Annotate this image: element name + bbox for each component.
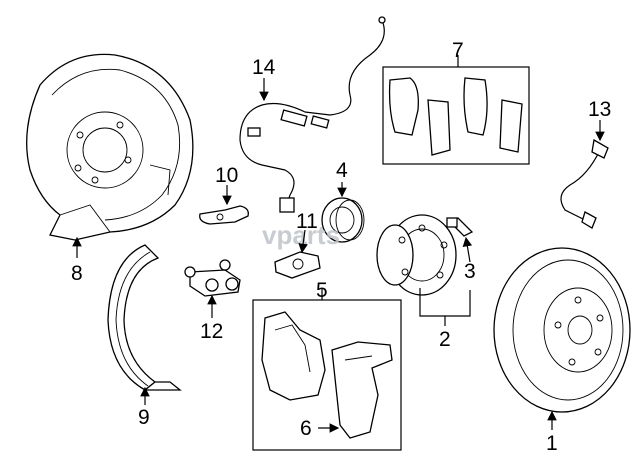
callout-14: 14 (252, 56, 276, 79)
backing-plate (26, 53, 194, 241)
hub-bearing (321, 197, 365, 243)
callout-7: 7 (452, 39, 464, 62)
brake-hose (560, 138, 609, 229)
callout-5: 5 (316, 279, 328, 302)
leader-lines (72, 55, 605, 433)
callout-11: 11 (296, 210, 318, 233)
callout-3: 3 (464, 260, 476, 283)
brake-pads-box (382, 66, 530, 165)
callout-8: 8 (71, 262, 83, 285)
adjuster (274, 251, 321, 279)
guide-pin (199, 205, 249, 225)
callout-12: 12 (200, 320, 223, 343)
caliper-box (252, 299, 402, 451)
callout-2: 2 (439, 328, 451, 351)
hub-bolt (446, 217, 474, 237)
abs-sensor-wire (239, 16, 386, 213)
callout-6: 6 (300, 417, 312, 440)
callout-1: 1 (546, 432, 558, 455)
brake-rotor (493, 247, 631, 413)
callout-9: 9 (138, 406, 150, 429)
parking-brake-shoe (107, 244, 182, 391)
callout-13: 13 (588, 98, 611, 121)
hub-assembly (376, 214, 457, 296)
callout-10: 10 (215, 164, 238, 187)
mounting-bolts (184, 259, 241, 297)
callout-4: 4 (336, 159, 348, 182)
